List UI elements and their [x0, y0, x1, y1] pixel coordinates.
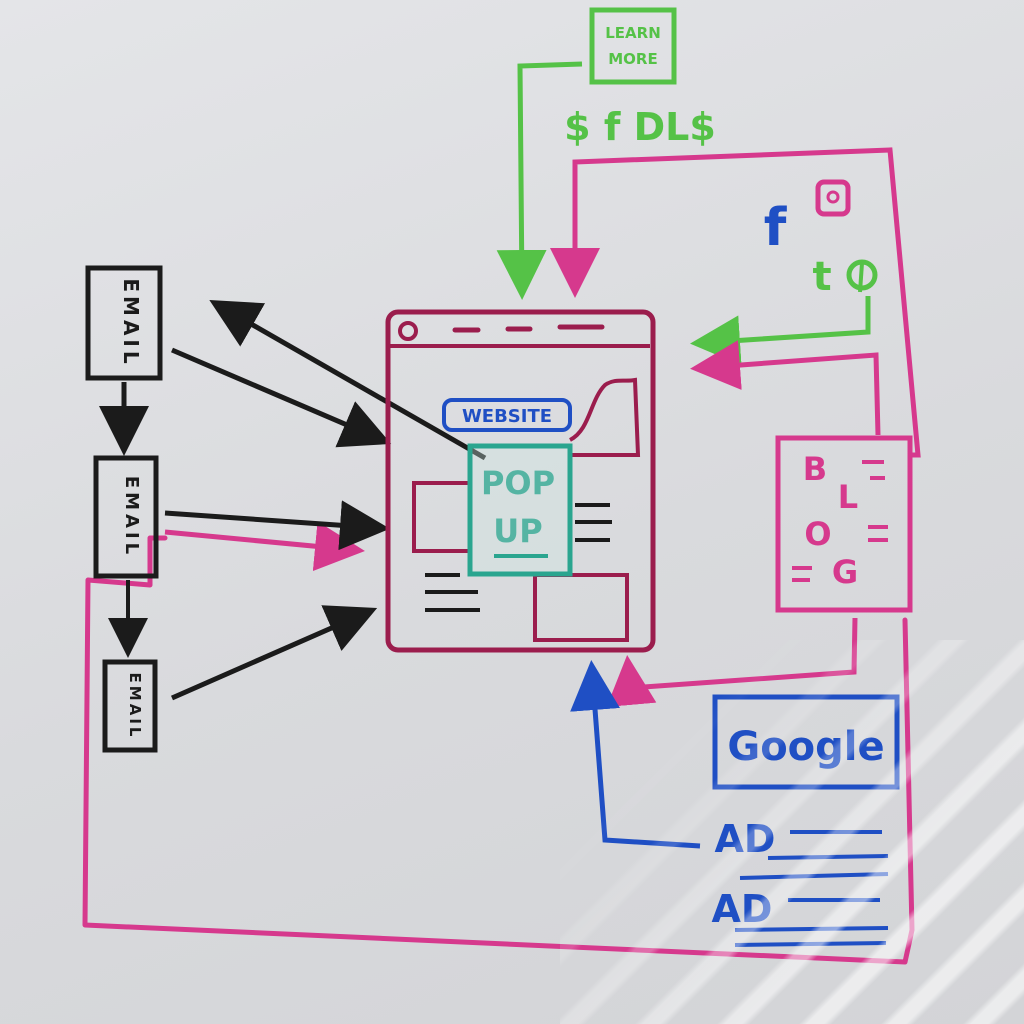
green-arrow-learn-more-to-website	[496, 61, 583, 300]
email-label-2: EMAIL	[121, 476, 142, 558]
arrow-email1-to-website	[171, 347, 392, 448]
pinterest-icon	[846, 259, 878, 293]
ad-label-2: AD	[712, 887, 773, 931]
email-label-1: EMAIL	[119, 278, 143, 367]
arrow-email3-to-website	[170, 605, 378, 701]
green-arrow-social-to-website	[690, 296, 871, 366]
popup-text-line2: UP	[493, 512, 542, 550]
pink-arrow-blog-bottom-to-website	[606, 617, 858, 708]
instagram-icon	[815, 179, 851, 217]
pink-arrow-to-website	[164, 521, 365, 572]
website-label-text: WEBSITE	[462, 406, 552, 427]
blog-letter-b: B	[803, 450, 827, 488]
blog-letter-o: O	[804, 515, 831, 553]
arrow-popup-back-to-email	[209, 300, 487, 461]
window-button-icon	[398, 321, 418, 341]
learn-more-box: LEARN MORE	[589, 7, 677, 85]
popup-text-line1: POP	[481, 464, 555, 502]
twitter-icon: t	[812, 254, 831, 300]
email-box-2: EMAIL	[93, 455, 159, 579]
popup-box: POP UP	[467, 443, 573, 577]
facebook-icon: f	[764, 198, 788, 258]
blue-arrow-ad-to-website	[570, 660, 701, 849]
learn-more-line2: MORE	[608, 50, 657, 68]
ad-label-1: AD	[715, 817, 776, 861]
email-box-3: EMAIL	[102, 659, 158, 753]
blog-letter-g: G	[832, 553, 858, 591]
google-label: Google	[727, 724, 884, 770]
google-box: Google	[712, 694, 900, 790]
email-label-3: EMAIL	[126, 673, 144, 740]
price-scribble: $ f DL$	[564, 105, 716, 149]
blog-box: B L O G	[775, 435, 913, 613]
pink-arrow-blog-to-website	[690, 340, 881, 436]
pink-arrow-top-to-website	[550, 147, 921, 458]
learn-more-line1: LEARN	[605, 24, 661, 42]
arrow-email2-to-website	[164, 500, 390, 551]
website-label: WEBSITE	[442, 398, 572, 432]
email-box-1: EMAIL	[85, 265, 163, 381]
blog-letter-l: L	[838, 478, 858, 516]
